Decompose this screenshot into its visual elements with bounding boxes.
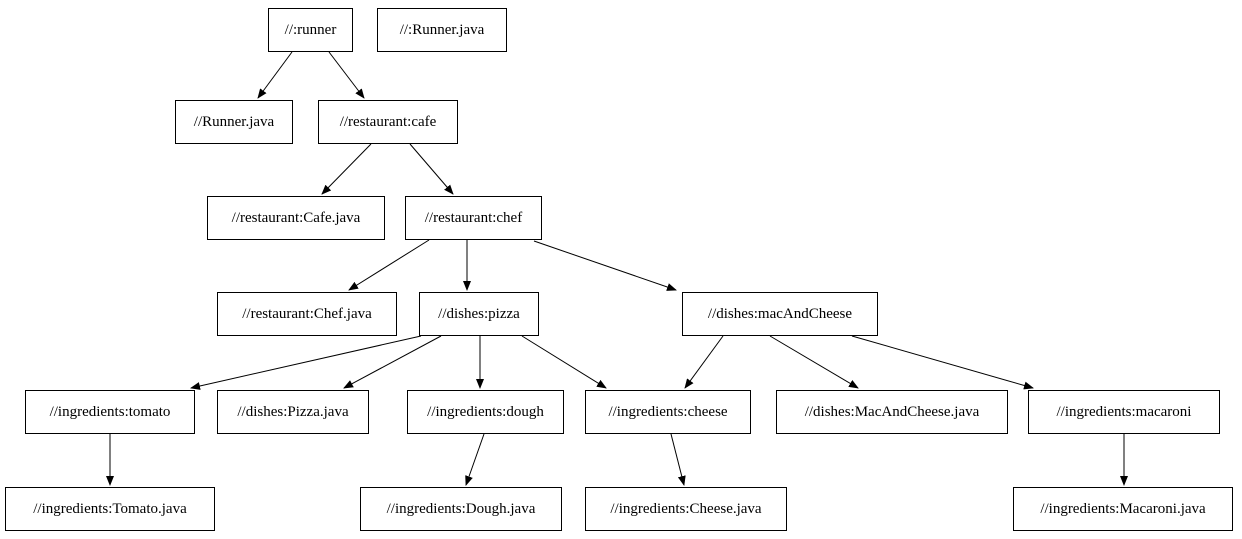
edge-mac-and-cheese-to-mac-and-cheese-java [769, 335, 859, 389]
graph-node-mac-and-cheese: //dishes:macAndCheese [682, 292, 878, 336]
graph-node-dough: //ingredients:dough [407, 390, 564, 434]
edge-dough-to-dough-java [465, 433, 485, 486]
graph-node-chef-java: //restaurant:Chef.java [217, 292, 397, 336]
edge-pizza-to-tomato [190, 335, 422, 390]
graph-node-root-runner-java: //:Runner.java [377, 8, 507, 52]
edge-runner-to-cafe [328, 51, 365, 99]
graph-node-runner-java: //Runner.java [175, 100, 293, 144]
edge-pizza-to-cheese [521, 335, 607, 389]
edge-cheese-to-cheese-java [670, 433, 686, 486]
graph-node-cafe-java: //restaurant:Cafe.java [207, 196, 385, 240]
graph-node-macaroni: //ingredients:macaroni [1028, 390, 1220, 434]
edge-mac-and-cheese-to-cheese [684, 335, 724, 389]
graph-node-cafe: //restaurant:cafe [318, 100, 458, 144]
graph-node-runner: //:runner [268, 8, 353, 52]
graph-node-mac-and-cheese-java: //dishes:MacAndCheese.java [776, 390, 1008, 434]
graph-node-cheese-java: //ingredients:Cheese.java [585, 487, 787, 531]
graph-node-dough-java: //ingredients:Dough.java [360, 487, 562, 531]
graph-node-pizza-java: //dishes:Pizza.java [217, 390, 369, 434]
graph-node-tomato: //ingredients:tomato [25, 390, 195, 434]
edge-cafe-to-chef [409, 143, 454, 195]
graph-node-macaroni-java: //ingredients:Macaroni.java [1013, 487, 1233, 531]
graph-node-chef: //restaurant:chef [405, 196, 542, 240]
edge-group [106, 51, 1128, 486]
edge-chef-to-mac-and-cheese [533, 240, 677, 291]
graph-node-pizza: //dishes:pizza [419, 292, 539, 336]
edge-chef-to-chef-java [348, 239, 430, 291]
edge-runner-to-runner-java [257, 51, 293, 99]
edge-cafe-to-cafe-java [321, 143, 372, 195]
graph-node-cheese: //ingredients:cheese [585, 390, 751, 434]
edge-pizza-to-pizza-java [343, 335, 442, 389]
graph-node-tomato-java: //ingredients:Tomato.java [5, 487, 215, 531]
edge-mac-and-cheese-to-macaroni [851, 335, 1034, 390]
